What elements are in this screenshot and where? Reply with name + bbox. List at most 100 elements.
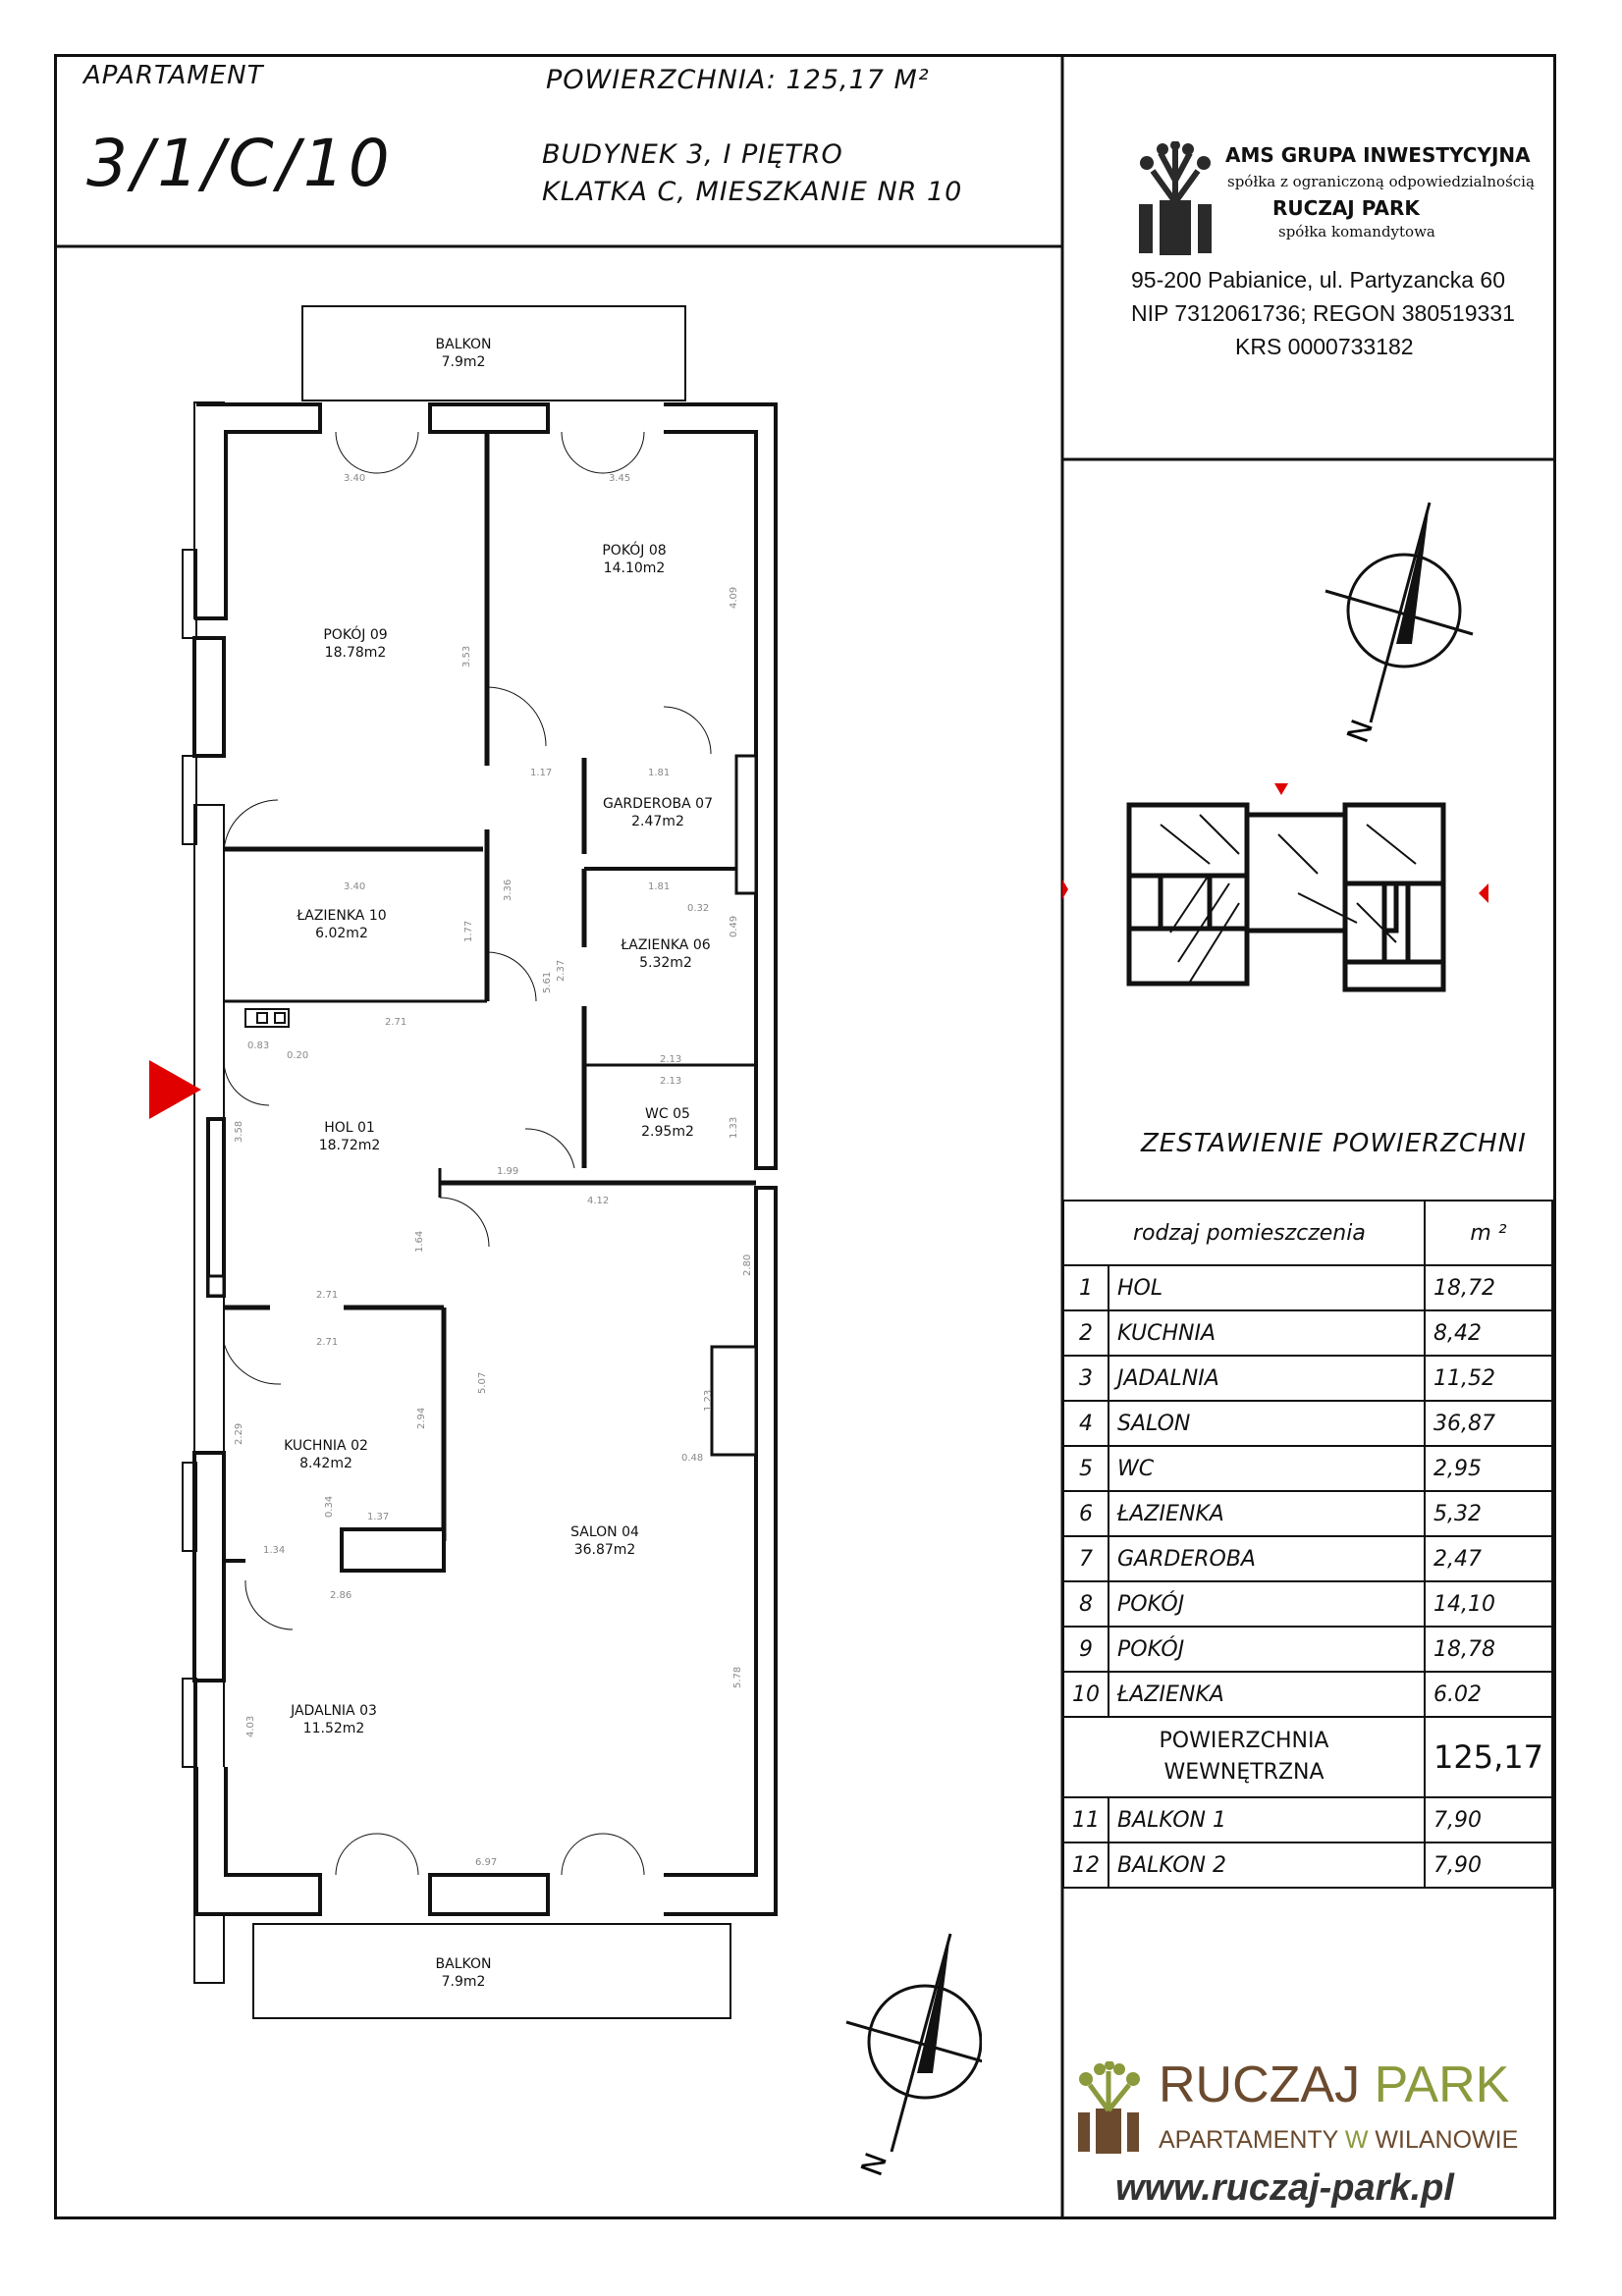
row-number: 8 (1062, 1580, 1109, 1628)
room-name: WC 05 (645, 1106, 690, 1122)
dimension-label: 0.49 (729, 915, 739, 937)
room-label-balcony-bottom: BALKON 7.9m2 (436, 1955, 492, 1991)
row-area-value: 18,72 (1424, 1264, 1553, 1311)
summary-title: ZESTAWIENIE POWIERZCHNI (1141, 1129, 1527, 1158)
room-area: 18.78m2 (324, 645, 387, 661)
row-number: 4 (1062, 1400, 1109, 1447)
room-name: KUCHNIA 02 (284, 1438, 368, 1454)
room-area: 2.47m2 (631, 814, 684, 829)
website-link[interactable]: www.ruczaj-park.pl (1115, 2167, 1454, 2209)
room-area: 36.87m2 (573, 1542, 636, 1558)
company-ids: NIP 7312061736; REGON 380519331 (1131, 300, 1515, 326)
room-area: 5.32m2 (639, 955, 692, 971)
compass-north-letter-top: N (1341, 715, 1381, 747)
room-label-garderoba-07: GARDEROBA 07 2.47m2 (603, 795, 713, 830)
row-room-name: BALKON 1 (1108, 1796, 1426, 1843)
row-area-value: 14,10 (1424, 1580, 1553, 1628)
dimension-label: 0.20 (287, 1050, 309, 1061)
dimension-label: 2.13 (660, 1076, 682, 1087)
total-value: 125,17 (1424, 1716, 1553, 1798)
room-name: SALON 04 (570, 1524, 639, 1540)
room-name: BALKON (435, 337, 492, 352)
sheet-frame (54, 54, 1556, 2219)
brand-tagline-a: APARTAMENTY (1159, 2126, 1345, 2154)
dimension-label: 0.34 (324, 1495, 335, 1518)
dimension-label: 2.29 (234, 1422, 244, 1445)
room-label-lazienka-10: ŁAZIENKA 10 6.02m2 (297, 907, 386, 942)
row-number: 7 (1062, 1535, 1109, 1582)
brand-tagline-w: W (1344, 2126, 1369, 2154)
header-room-type: rodzaj pomieszczenia (1062, 1200, 1426, 1266)
dimension-label: 1.81 (648, 768, 671, 778)
row-area-value: 7,90 (1424, 1842, 1553, 1889)
total-label-line1: POWIERZCHNIA (1159, 1729, 1329, 1753)
room-name: ŁAZIENKA 06 (621, 937, 711, 953)
dimension-label: 3.45 (609, 473, 631, 484)
row-room-name: POKÓJ (1108, 1626, 1426, 1673)
room-name: GARDEROBA 07 (603, 796, 713, 812)
room-area: 7.9m2 (441, 354, 486, 370)
entrance-marker (149, 1060, 201, 1119)
dimension-label: 1.77 (463, 920, 474, 942)
dimension-label: 0.32 (687, 903, 710, 914)
row-area-value: 7,90 (1424, 1796, 1553, 1843)
building-line: BUDYNEK 3, I PIĘTRO (542, 139, 843, 170)
room-name: BALKON (435, 1956, 492, 1972)
room-name: ŁAZIENKA 10 (297, 908, 387, 924)
dimension-label: 2.13 (660, 1054, 682, 1065)
company-partner-form: spółka komandytowa (1278, 223, 1435, 240)
area-label: POWIERZCHNIA: 125,17 M² (546, 65, 930, 95)
room-name: HOL 01 (324, 1120, 375, 1136)
company-name: AMS GRUPA INWESTYCYJNA (1225, 143, 1531, 167)
room-area: 7.9m2 (441, 1974, 486, 1990)
row-number: 10 (1062, 1671, 1109, 1718)
balcony-top-outline (301, 305, 686, 401)
dimension-label: 0.83 (247, 1041, 270, 1051)
company-legal-form: spółka z ograniczoną odpowiedzialnością (1227, 173, 1535, 190)
room-name: POKÓJ 08 (602, 543, 667, 559)
dimension-label: 2.86 (330, 1590, 352, 1601)
dimension-label: 4.09 (729, 586, 739, 609)
row-area-value: 36,87 (1424, 1400, 1553, 1447)
room-label-lazienka-06: ŁAZIENKA 06 5.32m2 (621, 936, 710, 972)
ruczaj-park-tree-logo (1078, 2061, 1140, 2154)
dimension-label: 2.71 (316, 1290, 339, 1301)
dimension-label: 3.40 (344, 473, 366, 484)
dimension-label: 1.23 (703, 1389, 714, 1412)
row-area-value: 18,78 (1424, 1626, 1553, 1673)
brand-word-park: PARK (1374, 2056, 1510, 2113)
dimension-label: 1.81 (648, 881, 671, 892)
brand-word-ruczaj: RUCZAJ (1159, 2056, 1361, 2113)
dimension-label: 2.37 (556, 959, 567, 982)
dimension-label: 4.12 (587, 1196, 610, 1206)
row-number: 2 (1062, 1309, 1109, 1357)
dimension-label: 3.58 (234, 1120, 244, 1143)
room-label-balcony-top: BALKON 7.9m2 (436, 336, 492, 371)
room-area: 8.42m2 (299, 1456, 352, 1471)
room-area: 6.02m2 (315, 926, 368, 941)
row-area-value: 2,47 (1424, 1535, 1553, 1582)
compass-rose-top: N (1325, 502, 1474, 748)
dimension-label: 5.78 (732, 1666, 743, 1688)
dimension-label: 1.34 (263, 1545, 286, 1556)
compass-rose-bottom: N (845, 1933, 982, 2179)
floor-plan (149, 305, 778, 2019)
balcony-bottom-outline (252, 1923, 731, 2019)
row-area-value: 6.02 (1424, 1671, 1553, 1718)
company-partner: RUCZAJ PARK (1272, 196, 1420, 220)
room-name: JADALNIA 03 (291, 1703, 377, 1719)
table-header-row: rodzaj pomieszczenia m ² (1062, 1200, 1553, 1266)
dimension-label: 3.53 (461, 645, 472, 667)
